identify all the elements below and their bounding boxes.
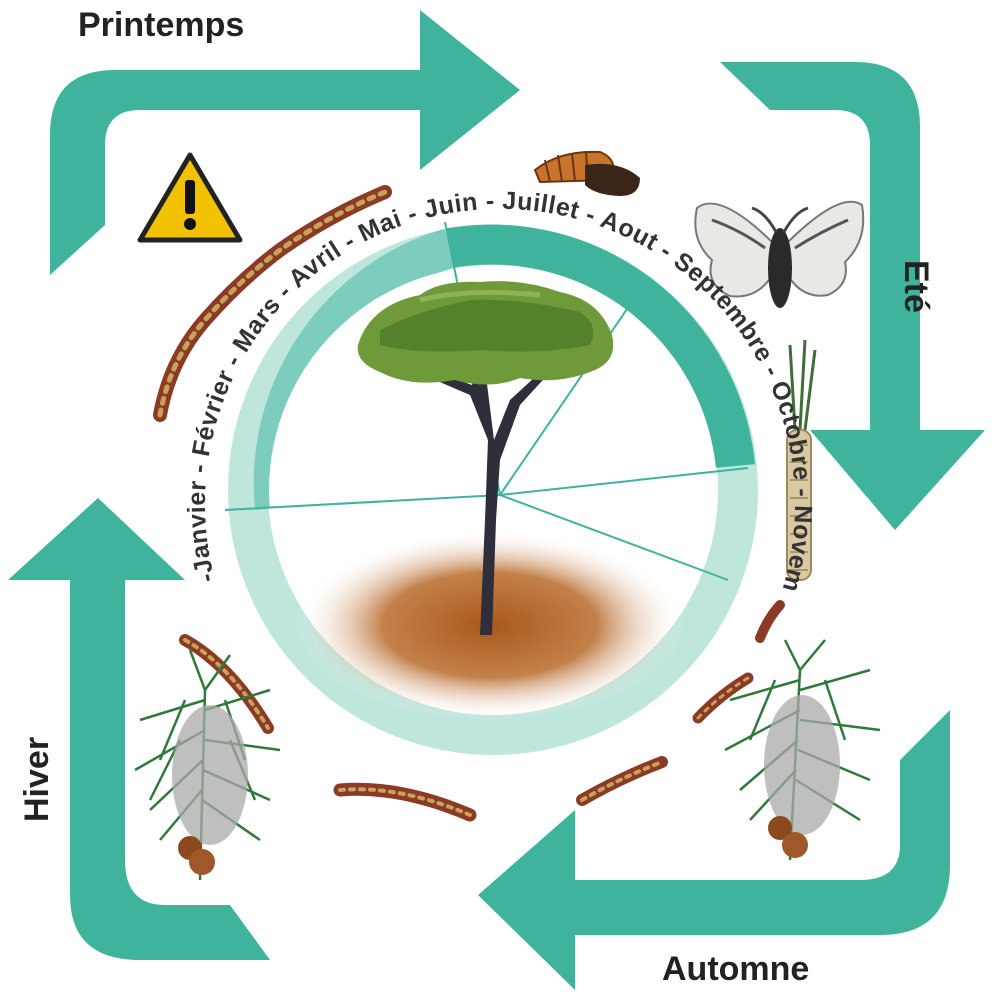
season-label-winter: Hiver — [18, 736, 56, 822]
autumn-arrow — [478, 710, 950, 990]
caterpillar-icon — [576, 600, 785, 806]
season-label-autumn: Automne — [662, 950, 810, 988]
warning-icon — [137, 152, 243, 243]
moth-icon — [694, 200, 865, 308]
pupa-icon — [533, 150, 640, 196]
pine-branch-icon — [724, 639, 881, 861]
pine-tree-icon — [357, 281, 614, 635]
caterpillar-icon — [179, 634, 477, 822]
spring-arrow — [50, 10, 520, 275]
pine-branch-icon — [134, 649, 281, 881]
winter-arrow — [8, 498, 270, 960]
summer-arrow — [720, 62, 985, 530]
egg-cluster-icon — [786, 339, 817, 581]
season-label-spring: Printemps — [78, 6, 245, 44]
caterpillar-procession-icon — [153, 185, 392, 422]
season-label-summer: Eté — [897, 260, 935, 313]
